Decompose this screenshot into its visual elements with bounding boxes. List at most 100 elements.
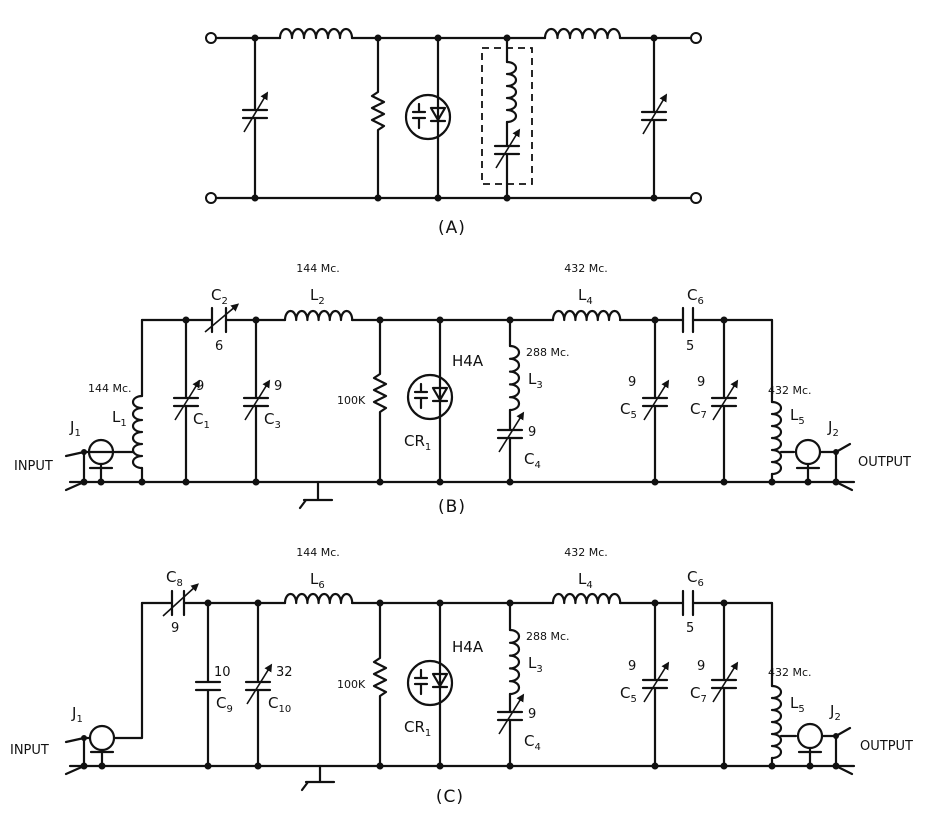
c-c10-label: C10 — [268, 694, 291, 715]
b-l1-label: L1 — [112, 408, 127, 429]
a-diode-circle — [404, 93, 452, 141]
b-c6 — [681, 306, 695, 334]
a-junction — [251, 34, 259, 42]
c-c8-arrow — [162, 583, 199, 617]
c-junction — [720, 599, 728, 607]
c-cr-label: CR1 — [404, 718, 431, 739]
c-junction — [254, 599, 262, 607]
panel-c-label: (C) — [436, 787, 464, 807]
c-l6 — [283, 592, 354, 605]
a-inductor-2 — [543, 27, 622, 40]
b-l2-freq: 144 Mc. — [296, 262, 340, 275]
c-junction — [98, 762, 106, 770]
c-c8-value: 9 — [171, 621, 179, 636]
c-junction — [651, 762, 659, 770]
c-junction — [376, 762, 384, 770]
b-junction — [81, 449, 87, 455]
c-l3-wire — [496, 601, 524, 768]
c-j2-label: J2 — [829, 702, 841, 723]
b-junction — [832, 478, 840, 486]
c-c4-arrow — [498, 693, 525, 735]
b-l1 — [131, 394, 144, 470]
a-junction — [434, 194, 442, 202]
c-output-label: OUTPUT — [860, 739, 913, 754]
b-c1-value: 9 — [196, 379, 204, 394]
c-junction — [80, 762, 88, 770]
b-c1-arrow — [174, 379, 201, 421]
a-resistor — [370, 36, 386, 200]
b-c4-value: 9 — [528, 425, 536, 440]
a-vcap-left-arrow — [243, 91, 269, 133]
c-junction — [506, 599, 514, 607]
a-junction — [374, 194, 382, 202]
b-resistor-value: 100K — [337, 394, 366, 407]
b-junction — [182, 316, 190, 324]
b-output-label: OUTPUT — [858, 455, 911, 470]
a-junction — [434, 34, 442, 42]
a-terminal-bottom-left — [205, 192, 217, 204]
a-vcap-middle-arrow — [495, 128, 521, 169]
b-junction — [436, 478, 444, 486]
c-c9 — [194, 601, 222, 768]
b-cr-type: H4A — [452, 352, 484, 370]
b-junction — [436, 316, 444, 324]
c-resistor-value: 100K — [337, 678, 366, 691]
b-junction — [651, 478, 659, 486]
c-l3-label: L3 — [528, 654, 543, 675]
b-c6-label: C6 — [687, 286, 704, 307]
b-c4-label: C4 — [524, 450, 541, 471]
b-resistor — [372, 318, 388, 484]
b-junction — [768, 478, 776, 486]
b-diode-symbol — [413, 374, 449, 420]
a-terminal-top-right — [690, 32, 702, 44]
c-c5-value: 9 — [628, 659, 636, 674]
c-junction — [806, 762, 814, 770]
c-junction — [651, 599, 659, 607]
c-c7-value: 9 — [697, 659, 705, 674]
b-ground — [298, 480, 334, 510]
panel-b: 144 Mc. L2 432 Mc. L4 C2 6 C6 5 144 Mc. … — [14, 262, 911, 517]
b-c7 — [710, 318, 738, 484]
c-l5 — [770, 684, 783, 760]
c-l6-freq: 144 Mc. — [296, 546, 340, 559]
a-vcap-left — [241, 36, 269, 200]
b-l4 — [551, 309, 622, 322]
b-junction — [506, 478, 514, 486]
b-l3-wire — [496, 318, 524, 484]
a-junction — [650, 34, 658, 42]
b-junction — [138, 478, 146, 486]
c-junction — [376, 599, 384, 607]
c-c6-value: 5 — [686, 621, 694, 636]
c-c4-label: C4 — [524, 732, 541, 753]
b-c1-label: C1 — [193, 410, 210, 431]
b-diode-circle — [406, 373, 454, 421]
c-j1-wires — [64, 736, 92, 776]
a-inductor-1 — [278, 27, 354, 40]
c-c7 — [710, 601, 738, 768]
c-cr-type: H4A — [452, 638, 484, 656]
b-l3-label: L3 — [528, 370, 543, 391]
c-l3-freq: 288 Mc. — [526, 630, 570, 643]
b-junction — [97, 478, 105, 486]
b-junction — [506, 316, 514, 324]
b-junction — [252, 478, 260, 486]
b-l5-freq: 432 Mc. — [768, 384, 812, 397]
c-junction — [436, 762, 444, 770]
b-c1 — [172, 318, 200, 484]
c-junction — [81, 735, 87, 741]
a-junction — [503, 34, 511, 42]
a-vcap-right-arrow — [642, 93, 668, 135]
b-c7-value: 9 — [697, 375, 705, 390]
b-l3 — [508, 344, 521, 412]
c-l4 — [551, 592, 622, 605]
a-inductor-vert — [505, 60, 518, 124]
a-terminal-top-left — [205, 32, 217, 44]
b-c2-label: C2 — [211, 286, 228, 307]
b-c2-value: 6 — [215, 339, 223, 354]
b-c7-arrow — [712, 379, 739, 421]
a-series-lc — [493, 36, 521, 200]
c-l5-freq: 432 Mc. — [768, 666, 812, 679]
b-c3 — [242, 318, 270, 484]
b-j2-circle — [794, 438, 822, 466]
b-l3-freq: 288 Mc. — [526, 346, 570, 359]
